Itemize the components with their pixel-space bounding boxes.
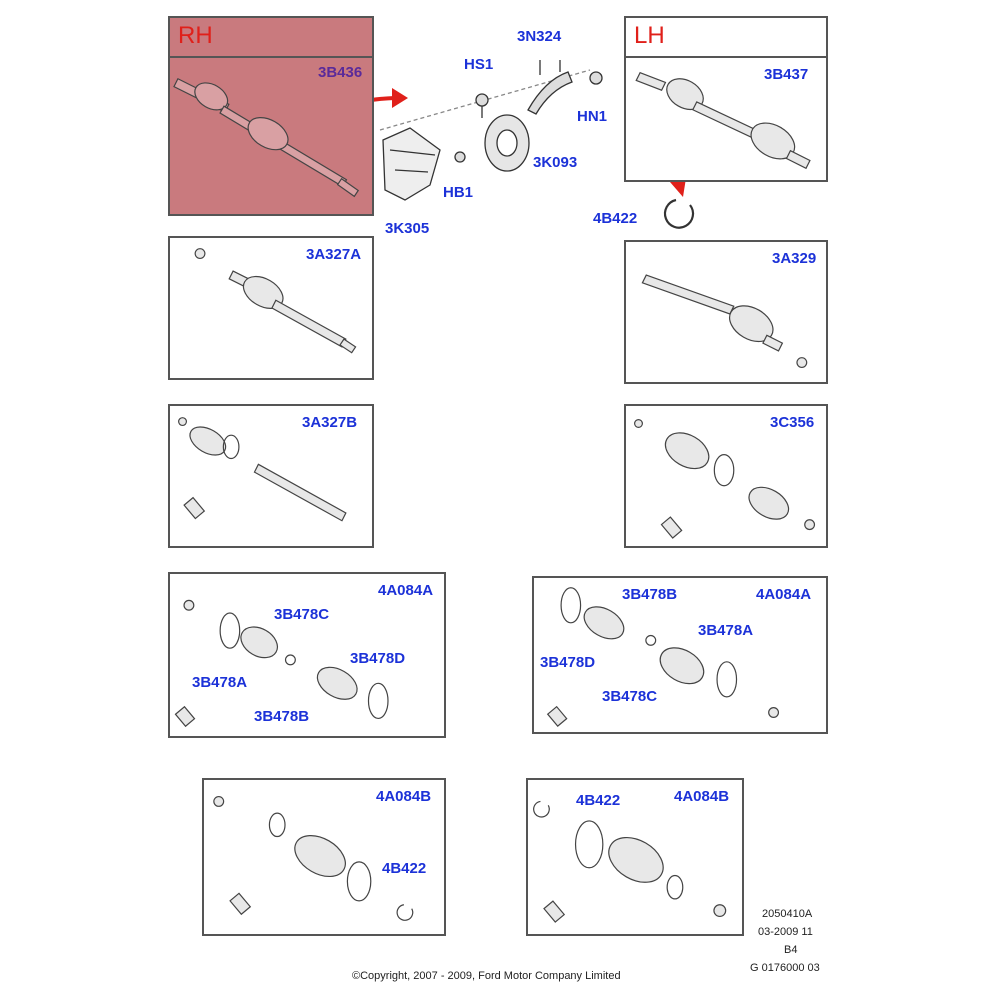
label-3b478c-right: 3B478C: [602, 688, 658, 705]
shaft-3a327b-art: [170, 406, 372, 546]
code-4a084a-left: 4A084A: [378, 582, 434, 599]
rh-shaft-art: [170, 18, 372, 214]
boot-kit-left-art: [170, 574, 444, 736]
rh-arrow-head: [392, 88, 408, 108]
rh-code: 3B436: [318, 64, 363, 81]
panel-3a327b: 3A327B: [168, 404, 374, 548]
rh-header: RH: [178, 22, 213, 49]
lh-header: LH: [634, 22, 665, 49]
label-3b478a-left: 3B478A: [192, 674, 248, 691]
label-3b478a-right: 3B478A: [698, 622, 754, 639]
code-4a084b-right: 4A084B: [674, 788, 730, 805]
label-3b478d-left: 3B478D: [350, 650, 406, 667]
panel-3a327a: 3A327A: [168, 236, 374, 380]
panel-3a329: 3A329: [624, 240, 828, 384]
code-3a327a: 3A327A: [306, 246, 362, 263]
code-3a327b: 3A327B: [302, 414, 358, 431]
lh-shaft-panel: LH 3B437: [624, 16, 828, 182]
rh-header-bar: RH: [170, 18, 372, 58]
label-3k305: 3K305: [385, 220, 430, 237]
ref-line-3: B4: [784, 944, 798, 956]
code-4a084b-left: 4A084B: [376, 788, 432, 805]
shaft-3c356-art: [626, 406, 826, 546]
label-3b478b-left: 3B478B: [254, 708, 310, 725]
panel-4a084a-right: 4A084A 3B478B 3B478A 3B478D 3B478C: [532, 576, 828, 734]
label-3b478d-right: 3B478D: [540, 654, 596, 671]
label-hs1: HS1: [464, 56, 494, 73]
panel-4a084b-left: 4A084B 4B422: [202, 778, 446, 936]
label-4b422-left: 4B422: [382, 860, 427, 877]
shaft-3a327a-art: [170, 238, 372, 378]
label-3n324: 3N324: [517, 28, 562, 45]
panel-3c356: 3C356: [624, 404, 828, 548]
label-3k093: 3K093: [533, 154, 578, 171]
boot-kit-b-right-art: [528, 780, 742, 934]
label-4b422-right: 4B422: [576, 792, 621, 809]
shaft-3a329-art: [626, 242, 826, 382]
label-hn1: HN1: [577, 108, 608, 125]
panel-4a084b-right: 4A084B 4B422: [526, 778, 744, 936]
lh-header-bar: LH: [626, 18, 826, 58]
code-3a329: 3A329: [772, 250, 817, 267]
label-3b478b-right: 3B478B: [622, 586, 678, 603]
code-4a084a-right: 4A084A: [756, 586, 812, 603]
rh-shaft-panel: RH 3B436: [168, 16, 374, 216]
label-4b422-loose: 4B422: [593, 210, 638, 227]
lh-shaft-art: [626, 18, 826, 180]
code-3c356: 3C356: [770, 414, 815, 431]
copyright-text: ©Copyright, 2007 - 2009, Ford Motor Comp…: [352, 970, 621, 982]
boot-kit-b-left-art: [204, 780, 444, 934]
label-hb1: HB1: [443, 184, 474, 201]
ref-line-2: 03-2009 11: [758, 926, 813, 938]
ref-line-4: G 0176000 03: [750, 962, 820, 974]
lh-code: 3B437: [764, 66, 809, 83]
boot-kit-right-art: [534, 578, 826, 732]
ref-line-1: 2050410A: [762, 908, 813, 920]
panel-4a084a-left: 4A084A 3B478C 3B478D 3B478A 3B478B: [168, 572, 446, 738]
label-3b478c-left: 3B478C: [274, 606, 330, 623]
